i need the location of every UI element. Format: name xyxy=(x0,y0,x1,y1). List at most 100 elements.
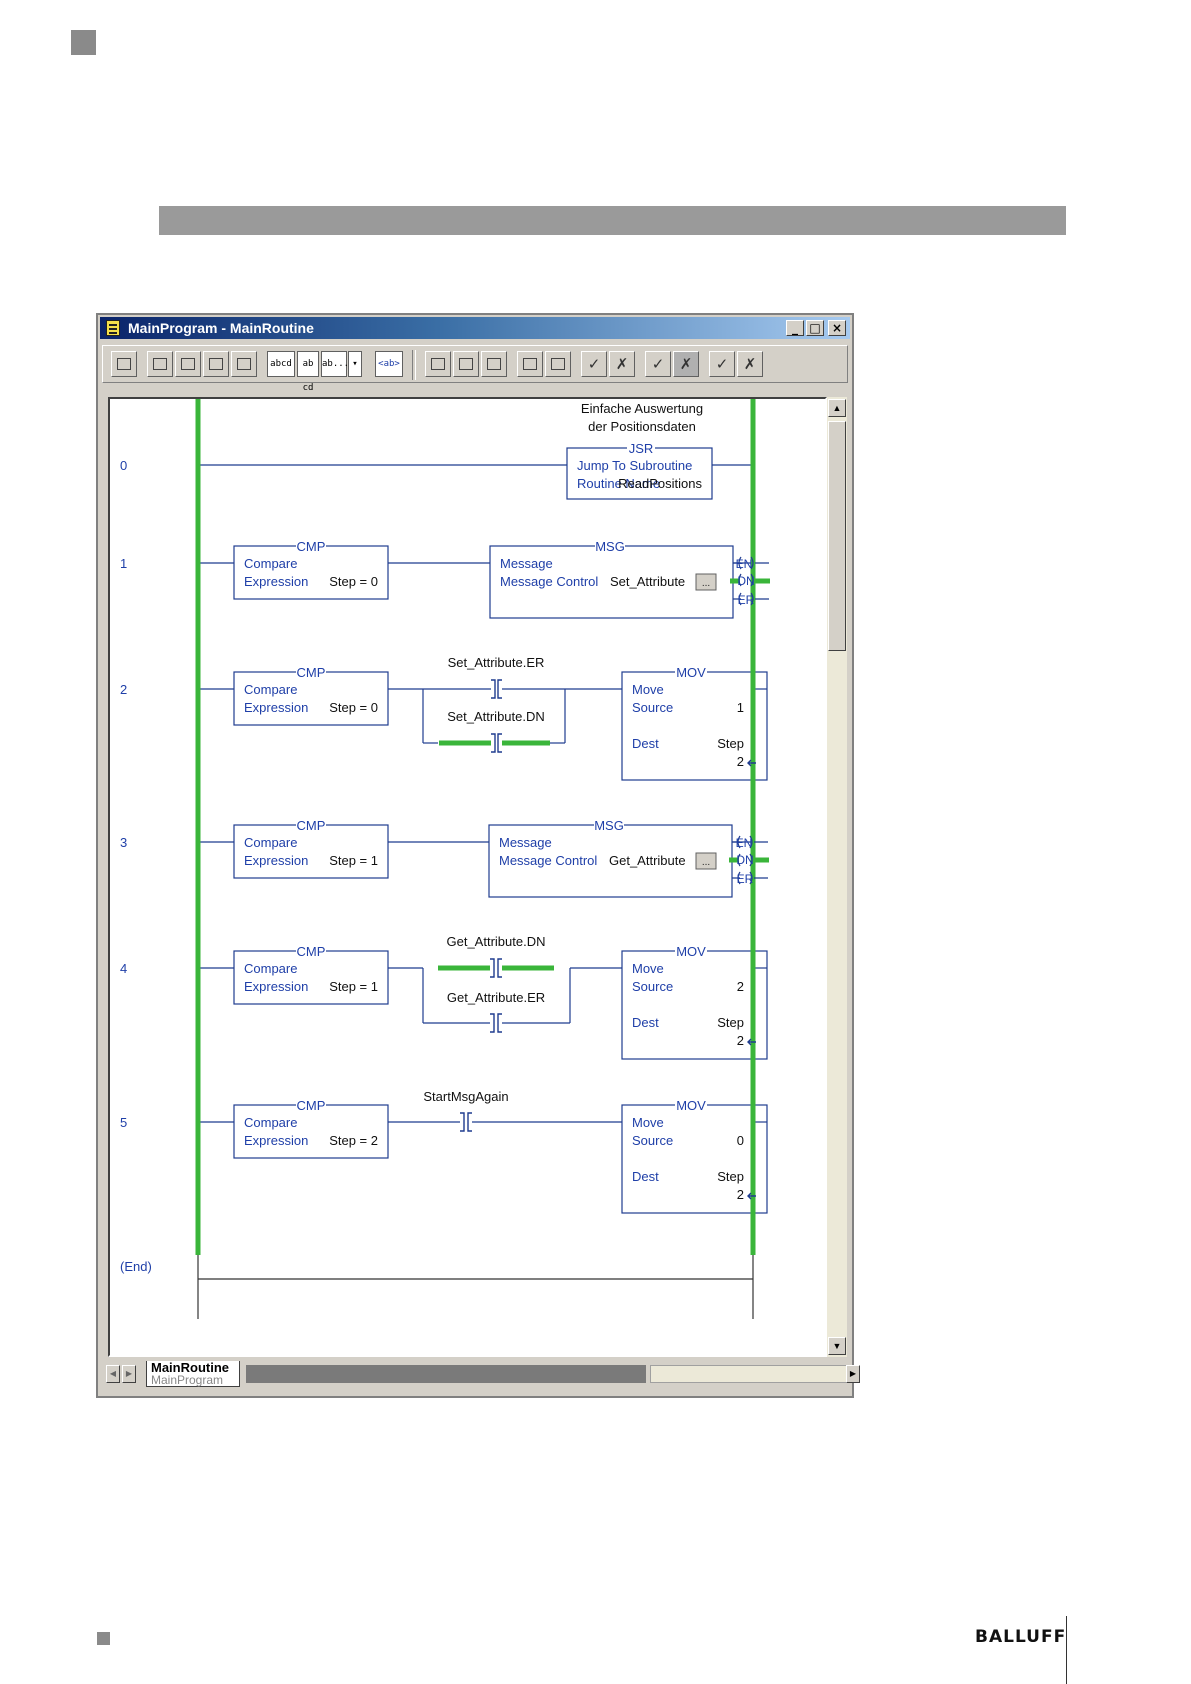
cmp4-expression-label: Expression xyxy=(244,979,308,994)
scroll-down-button[interactable]: ▼ xyxy=(828,1337,846,1355)
tab-scroll-left-icon[interactable]: ◀ xyxy=(106,1365,120,1383)
close-button[interactable]: × xyxy=(828,320,846,336)
cmp2-expression-label: Expression xyxy=(244,700,308,715)
cmp3-mnemonic: CMP xyxy=(297,818,326,833)
accept-edits-icon[interactable]: ✓ xyxy=(645,351,671,377)
jsr-routine-label: Routine Name xyxy=(577,476,660,491)
verify-rung-icon[interactable]: ✓ xyxy=(581,351,607,377)
text-abcd-button[interactable]: abcd xyxy=(267,351,295,377)
cmp1-expression-value: Step = 0 xyxy=(329,574,378,589)
ladder-routine-icon xyxy=(106,320,120,336)
section-header-bar xyxy=(159,206,1066,235)
msg1-browse-button: ... xyxy=(702,578,710,589)
cmp1-mnemonic: CMP xyxy=(297,539,326,554)
coil-ote-icon[interactable] xyxy=(517,351,543,377)
text-ellipsis-button[interactable]: ab... xyxy=(321,351,349,377)
contact-get-attribute-dn: Get_Attribute.DN xyxy=(447,934,546,949)
mov4-dest-tag: Step xyxy=(717,1015,744,1030)
mov2-source-value: 1 xyxy=(737,700,744,715)
hscroll-right-button[interactable]: ▶ xyxy=(846,1365,860,1383)
horizontal-scrollbar[interactable] xyxy=(650,1365,848,1383)
mov5-dest-value: 2 xyxy=(737,1187,744,1202)
mov2-source-label: Source xyxy=(632,700,673,715)
contact-xic-icon[interactable] xyxy=(425,351,451,377)
cmp2-title: Compare xyxy=(244,682,297,697)
vertical-scroll-thumb[interactable] xyxy=(828,421,846,651)
verify-routine-icon[interactable]: ✗ xyxy=(609,351,635,377)
mov4-dest-value: 2 xyxy=(737,1033,744,1048)
ladder-diagram: Einfache Auswertung der Positionsdaten 0… xyxy=(120,399,770,1319)
msg2-control-value: Get_Attribute xyxy=(609,853,686,868)
branch-level-icon[interactable] xyxy=(175,351,201,377)
test-edits-icon[interactable]: ✗ xyxy=(737,351,763,377)
minimize-button[interactable]: _ xyxy=(786,320,804,336)
tag-text-button[interactable]: <ab> xyxy=(375,351,403,377)
cmp5-mnemonic: CMP xyxy=(297,1098,326,1113)
msg1-dn-coil: DN xyxy=(737,574,754,588)
cancel-edits-icon[interactable]: ✗ xyxy=(673,351,699,377)
mov5-title: Move xyxy=(632,1115,664,1130)
mov2-title: Move xyxy=(632,682,664,697)
cmp1-expression-label: Expression xyxy=(244,574,308,589)
coil-otl-icon[interactable] xyxy=(545,351,571,377)
tab-main-routine[interactable]: MainRoutine MainProgram xyxy=(146,1361,240,1387)
msg2-mnemonic: MSG xyxy=(594,818,624,833)
contact-ons-icon[interactable] xyxy=(481,351,507,377)
jsr-title: Jump To Subroutine xyxy=(577,458,692,473)
branch-add-icon[interactable] xyxy=(147,351,173,377)
cmp5-expression-value: Step = 2 xyxy=(329,1133,378,1148)
msg1-mnemonic: MSG xyxy=(595,539,625,554)
vertical-scrollbar[interactable]: ▲ ▼ xyxy=(827,397,847,1357)
coil-add-icon[interactable] xyxy=(231,351,257,377)
cmp4-title: Compare xyxy=(244,961,297,976)
cmp4-mnemonic: CMP xyxy=(297,944,326,959)
cmp4-expression-value: Step = 1 xyxy=(329,979,378,994)
routine-tab-bar: ◀ ▶ MainRoutine MainProgram ◀ ▶ xyxy=(102,1361,860,1388)
mov4-title: Move xyxy=(632,961,664,976)
mov5-dest-label: Dest xyxy=(632,1169,659,1184)
msg1-title: Message xyxy=(500,556,553,571)
cmp2-expression-value: Step = 0 xyxy=(329,700,378,715)
msg1-control-value: Set_Attribute xyxy=(610,574,685,589)
mov2-dest-value: 2 xyxy=(737,754,744,769)
jsr-routine-value: ReadPositions xyxy=(618,476,702,491)
ladder-canvas[interactable]: Einfache Auswertung der Positionsdaten 0… xyxy=(108,397,827,1357)
mov2-mnemonic: MOV xyxy=(676,665,706,680)
text-abcd-split-button[interactable]: ab cd xyxy=(297,351,319,393)
cmp3-title: Compare xyxy=(244,835,297,850)
msg1-er-coil: ER xyxy=(738,593,755,607)
contact-get-attribute-er: Get_Attribute.ER xyxy=(447,990,545,1005)
cmp3-expression-label: Expression xyxy=(244,853,308,868)
mov5-source-label: Source xyxy=(632,1133,673,1148)
chevron-down-icon[interactable]: ▾ xyxy=(348,351,362,377)
mov5-mnemonic: MOV xyxy=(676,1098,706,1113)
corner-marker xyxy=(71,30,96,55)
cmp5-title: Compare xyxy=(244,1115,297,1130)
tab-scroll-right-icon[interactable]: ▶ xyxy=(122,1365,136,1383)
rung-number-3: 3 xyxy=(120,835,127,850)
jsr-mnemonic: JSR xyxy=(629,441,654,456)
contact-add-icon[interactable] xyxy=(203,351,229,377)
title-bar[interactable]: MainProgram - MainRoutine _ □ × xyxy=(100,317,850,339)
cmp3-expression-value: Step = 1 xyxy=(329,853,378,868)
contact-set-attribute-dn: Set_Attribute.DN xyxy=(447,709,545,724)
brand-logo: BALLUFF xyxy=(975,1627,1067,1647)
cmp5-expression-label: Expression xyxy=(244,1133,308,1148)
scroll-up-button[interactable]: ▲ xyxy=(828,399,846,417)
maximize-button[interactable]: □ xyxy=(806,320,824,336)
rung-comment-line2: der Positionsdaten xyxy=(588,419,696,434)
rung-add-icon[interactable] xyxy=(111,351,137,377)
brand-divider xyxy=(1066,1616,1067,1684)
rung-number-0: 0 xyxy=(120,458,127,473)
msg2-title: Message xyxy=(499,835,552,850)
msg1-control-label: Message Control xyxy=(500,574,598,589)
contact-xio-icon[interactable] xyxy=(453,351,479,377)
contact-start-msg-again: StartMsgAgain xyxy=(423,1089,508,1104)
mov2-dest-tag: Step xyxy=(717,736,744,751)
tab-routine-label: MainRoutine xyxy=(151,1360,229,1375)
msg2-er-coil: ER xyxy=(737,872,754,886)
mov2-dest-label: Dest xyxy=(632,736,659,751)
msg2-en-coil: EN xyxy=(736,836,753,850)
mov4-source-value: 2 xyxy=(737,979,744,994)
assemble-edits-icon[interactable]: ✓ xyxy=(709,351,735,377)
